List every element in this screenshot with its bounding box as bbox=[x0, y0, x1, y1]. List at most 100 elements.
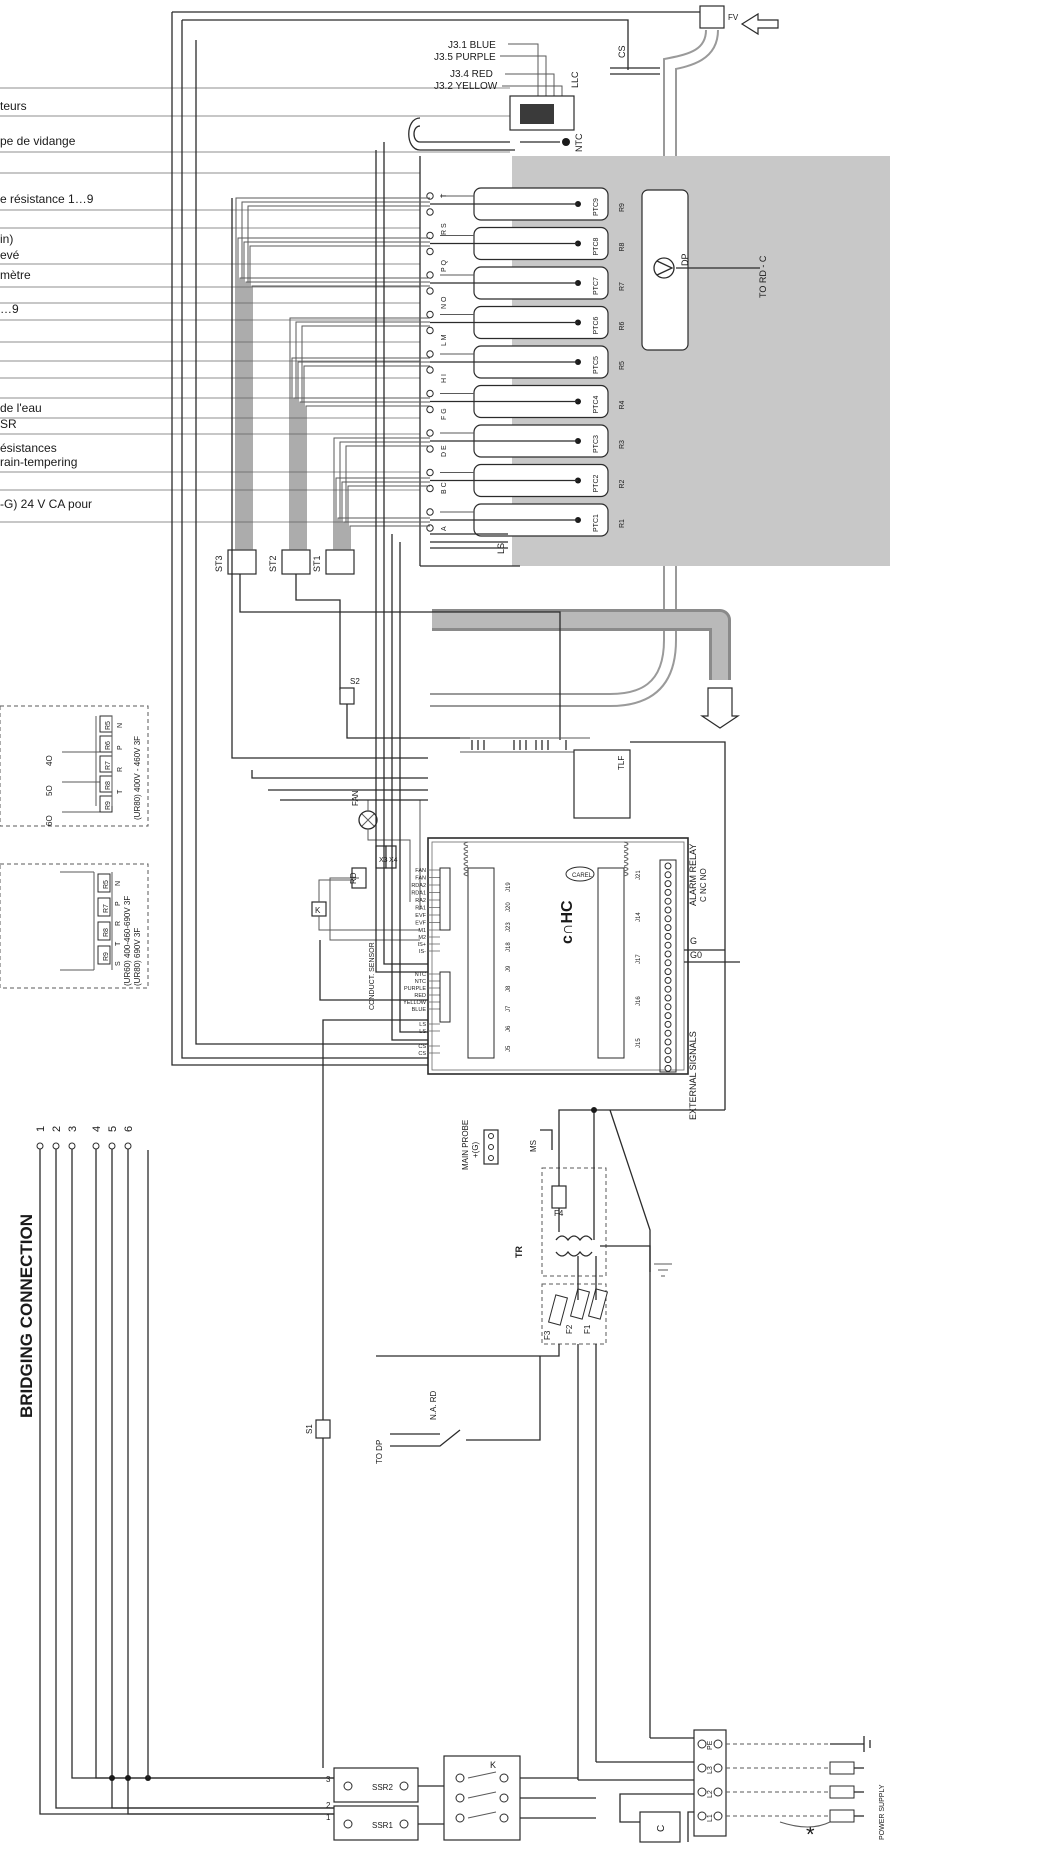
bridge-wire bbox=[111, 1149, 334, 1809]
bump bbox=[623, 871, 629, 877]
terminal-circle bbox=[426, 247, 434, 256]
st-wire bbox=[293, 397, 430, 550]
terminal-letter: T bbox=[441, 193, 448, 198]
terminal-screw bbox=[664, 959, 672, 967]
wire-label-purple: J3.5 PURPLE bbox=[434, 52, 496, 63]
g-label: G bbox=[690, 936, 697, 946]
st-wires bbox=[235, 197, 430, 550]
st-wire bbox=[291, 357, 430, 550]
pin-label: IS- bbox=[419, 949, 426, 955]
bump bbox=[463, 856, 469, 862]
terminal-screw bbox=[664, 862, 672, 870]
controller-left-pins: FANFANRDA2RDA1RA2RA1EVFEVFM1M2IS+IS-NTCN… bbox=[403, 867, 451, 1057]
ssr1-label: SSR1 bbox=[372, 1821, 393, 1830]
pin-label: RDA1 bbox=[411, 891, 426, 897]
resistor-label: R1 bbox=[619, 519, 626, 528]
connector-label: J20 bbox=[506, 902, 512, 912]
controller-right-terminals bbox=[659, 859, 677, 1073]
box-resistor-label: R5 bbox=[103, 880, 110, 889]
terminal-screw bbox=[664, 924, 672, 932]
box-letter: T bbox=[115, 941, 122, 946]
resistor-label: R7 bbox=[619, 282, 626, 291]
ur60-caption: (UR60) 400-460-690V 3F bbox=[123, 896, 132, 986]
terminal-letter: L M bbox=[441, 334, 448, 346]
bridge-number: 5 bbox=[107, 1126, 119, 1132]
terminal-circle bbox=[426, 366, 434, 374]
terminal-screw bbox=[664, 976, 672, 984]
st3-connector bbox=[227, 549, 257, 575]
pin-block bbox=[439, 867, 451, 931]
k-contactor bbox=[443, 1755, 521, 1841]
external-signals-label: EXTERNAL SIGNALS bbox=[688, 1031, 698, 1120]
power-screw bbox=[697, 1811, 707, 1821]
pin-label: PURPLE bbox=[404, 986, 426, 992]
box-terminal: 4O bbox=[45, 755, 54, 766]
legend-item: SR bbox=[0, 417, 17, 431]
legend-item: in) bbox=[0, 232, 13, 246]
terminal-letter: P Q bbox=[441, 260, 448, 272]
terminal-screw bbox=[664, 950, 672, 958]
pin-label: LS bbox=[419, 1022, 426, 1028]
power-terminal-label: L3 bbox=[707, 1766, 714, 1774]
connector-label: J7 bbox=[506, 1005, 512, 1012]
na-rd-label: N.A. RD bbox=[429, 1390, 438, 1420]
power-screw bbox=[713, 1787, 723, 1797]
top-area: FV CS J3.1 BLUE J3.5 PURPLE J3.4 RED J3.… bbox=[172, 5, 779, 707]
fuse-label: F3 bbox=[543, 1330, 552, 1340]
terminal-circle bbox=[426, 508, 434, 516]
power-screw bbox=[697, 1787, 707, 1797]
box-resistor bbox=[97, 897, 111, 917]
pin-label: BLUE bbox=[412, 1007, 427, 1013]
legend-item: de l'eau bbox=[0, 401, 42, 415]
fv-label: FV bbox=[728, 13, 739, 22]
box-letter: P bbox=[115, 901, 122, 906]
st-wire bbox=[303, 365, 430, 550]
terminal-screw bbox=[664, 932, 672, 940]
power-screw bbox=[697, 1739, 707, 1749]
terminal-letter: F G bbox=[441, 408, 448, 420]
legend-item: e résistance 1…9 bbox=[0, 192, 94, 206]
terminal-letters: TR SP QN OL MH IF GD EB CA bbox=[441, 193, 448, 531]
ls-label: LS bbox=[496, 543, 506, 554]
s1-label: S1 bbox=[305, 1424, 314, 1434]
alarm-relay-label: ALARM RELAY bbox=[688, 844, 698, 906]
connector-label: J17 bbox=[636, 954, 642, 964]
drain-arrow bbox=[700, 687, 740, 729]
bridge-wire bbox=[95, 1149, 334, 1779]
st2-label: ST2 bbox=[268, 555, 278, 572]
bridge-terminal bbox=[108, 1142, 116, 1150]
ptc-label: PTC4 bbox=[593, 396, 600, 414]
frame-wires bbox=[171, 12, 428, 1066]
bridge-number: 2 bbox=[51, 1126, 63, 1132]
bridge-wire bbox=[55, 1149, 334, 1809]
power-terminal-label: L2 bbox=[707, 1790, 714, 1798]
pin-label: IS+ bbox=[418, 942, 426, 948]
st1-label: ST1 bbox=[312, 555, 322, 572]
box-resistor-label: R8 bbox=[103, 928, 110, 937]
ssr1-pin2: 2 bbox=[326, 1801, 331, 1810]
st-wire bbox=[297, 361, 430, 550]
terminal-screw bbox=[664, 1056, 672, 1064]
pin-label: CS bbox=[418, 1044, 426, 1050]
fuse-label: F2 bbox=[565, 1324, 574, 1334]
bridge-number: 6 bbox=[123, 1126, 135, 1132]
asterisk: * bbox=[806, 1822, 815, 1845]
fuse-symbol bbox=[829, 1785, 855, 1799]
bump bbox=[623, 841, 629, 847]
box-resistor-label: R6 bbox=[105, 741, 112, 750]
llc-label: LLC bbox=[570, 71, 580, 88]
box-bus bbox=[60, 871, 113, 971]
bridge-terminal bbox=[68, 1142, 76, 1150]
k-contactor-label: K bbox=[490, 1760, 496, 1770]
terminal-screw bbox=[664, 871, 672, 879]
middle-area: S2 TLF FAN RD X3 X4 K bbox=[239, 574, 726, 1110]
st-wire bbox=[343, 521, 430, 550]
ssr1-pin1: 1 bbox=[326, 1813, 331, 1822]
